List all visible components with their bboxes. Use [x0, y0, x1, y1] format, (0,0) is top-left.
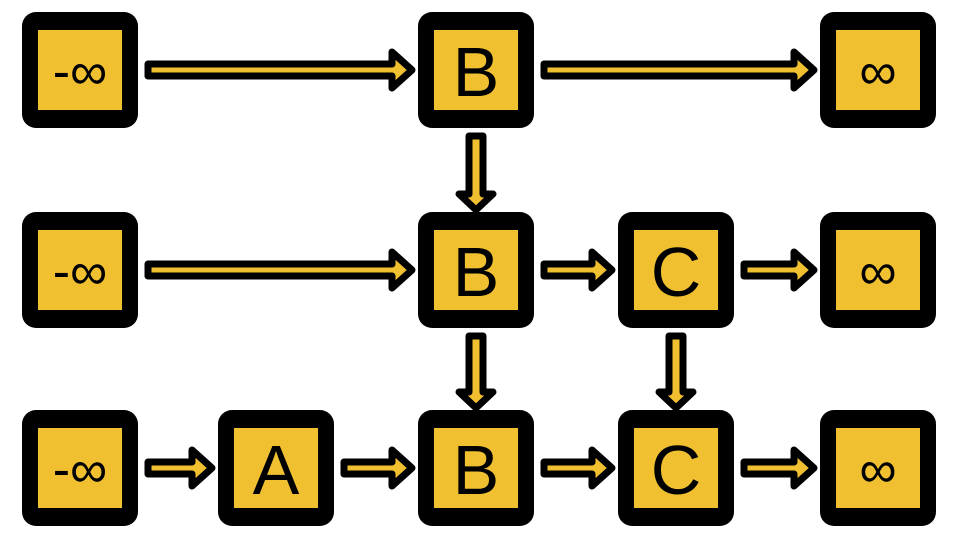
down-arrow-L1_C-to-L2_C [655, 332, 697, 412]
node-label: B [453, 431, 500, 509]
node-L0_B: B [418, 12, 534, 128]
node-label: ∞ [859, 243, 896, 301]
horizontal-arrow-L0_neg-to-L0_B [144, 48, 416, 92]
node-label: -∞ [53, 243, 107, 301]
node-fill [634, 428, 718, 508]
node-L2_neg: -∞ [22, 410, 138, 526]
node-fill [434, 428, 518, 508]
node-label: A [253, 431, 300, 509]
node-label: C [651, 431, 702, 509]
node-L2_A: A [218, 410, 334, 526]
node-fill [38, 30, 122, 110]
node-fill [234, 428, 318, 508]
horizontal-arrow-L0_B-to-L0_pos [540, 48, 818, 92]
node-label: ∞ [859, 441, 896, 499]
node-label: C [651, 233, 702, 311]
horizontal-arrow-L1_C-to-L1_pos [740, 248, 818, 292]
node-label: B [453, 33, 500, 111]
node-fill [38, 428, 122, 508]
node-L2_pos: ∞ [820, 410, 936, 526]
node-fill [38, 230, 122, 310]
node-fill [634, 230, 718, 310]
horizontal-arrow-L1_B-to-L1_C [540, 248, 616, 292]
node-L0_neg: -∞ [22, 12, 138, 128]
node-label: -∞ [53, 43, 107, 101]
node-label: -∞ [53, 441, 107, 499]
node-L1_B: B [418, 212, 534, 328]
edges-layer [144, 48, 818, 490]
node-L2_C: C [618, 410, 734, 526]
down-arrow-L0_B-to-L1_B [455, 132, 497, 214]
horizontal-arrow-L2_neg-to-L2_A [144, 446, 216, 490]
node-L1_C: C [618, 212, 734, 328]
horizontal-arrow-L2_B-to-L2_C [540, 446, 616, 490]
node-fill [434, 230, 518, 310]
node-L0_pos: ∞ [820, 12, 936, 128]
node-fill [434, 30, 518, 110]
down-arrow-L1_B-to-L2_B [455, 332, 497, 412]
node-L1_neg: -∞ [22, 212, 138, 328]
node-L2_B: B [418, 410, 534, 526]
node-label: B [453, 233, 500, 311]
nodes-layer: -∞ B ∞ -∞ B C ∞ -∞ A B C ∞ [22, 12, 936, 526]
horizontal-arrow-L2_C-to-L2_pos [740, 446, 818, 490]
node-label: ∞ [859, 43, 896, 101]
node-L1_pos: ∞ [820, 212, 936, 328]
node-fill [836, 30, 920, 110]
horizontal-arrow-L1_neg-to-L1_B [144, 248, 416, 292]
horizontal-arrow-L2_A-to-L2_B [340, 446, 416, 490]
node-fill [836, 428, 920, 508]
node-fill [836, 230, 920, 310]
